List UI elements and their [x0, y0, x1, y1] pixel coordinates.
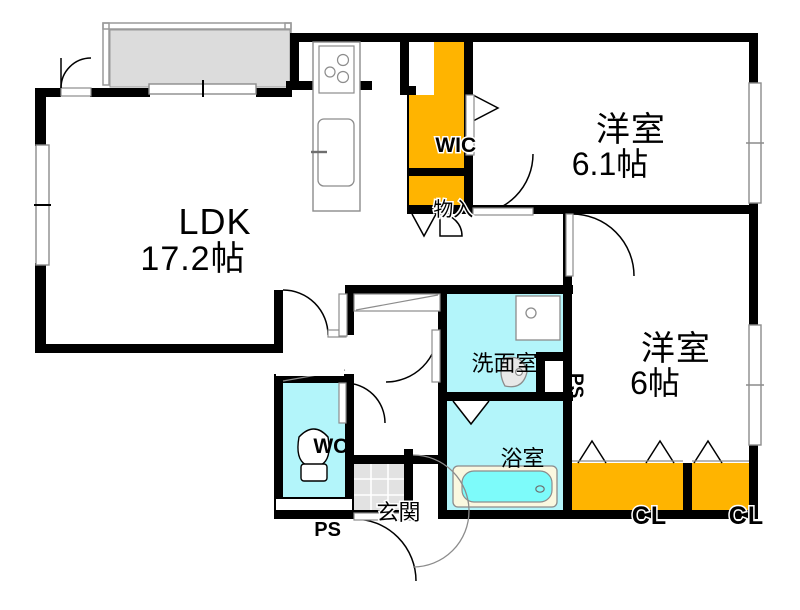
balcony	[102, 22, 292, 88]
cl-left-fill	[572, 463, 683, 510]
doors	[60, 57, 749, 582]
washer-pan	[515, 295, 561, 341]
windows	[34, 80, 764, 446]
kitchen-sink	[311, 118, 355, 187]
wic-fill	[409, 42, 464, 168]
cl-right-fill	[692, 463, 749, 510]
toilet	[297, 428, 330, 482]
gas-stove	[318, 45, 355, 94]
monoire-fill	[409, 176, 464, 205]
kitchen-counter	[311, 41, 361, 212]
walls	[35, 33, 758, 519]
wash-basin	[500, 356, 528, 388]
bathtub	[452, 465, 558, 508]
genkan-fill	[354, 464, 404, 510]
